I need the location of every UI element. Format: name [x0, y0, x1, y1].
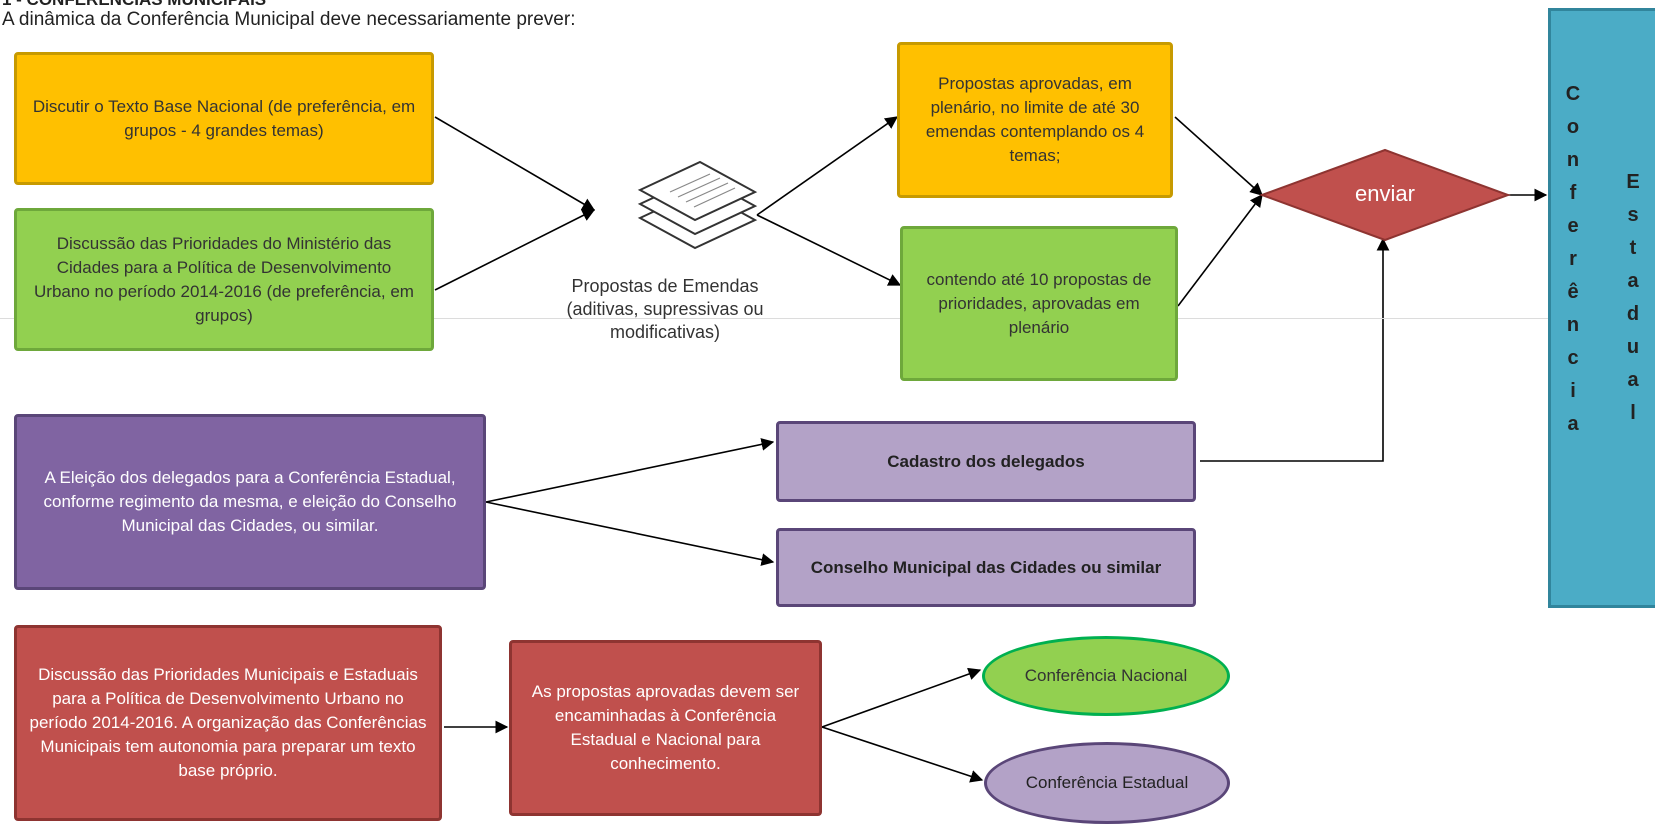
- arrow-emendas-to-aprovadas: [756, 116, 899, 216]
- arrow-emendas-to-contendo: [756, 214, 902, 286]
- box-discussao-prioridades-municipais: Discussão das Prioridades Municipais e E…: [14, 625, 442, 821]
- oval-conferencia-estadual: Conferência Estadual: [984, 742, 1230, 824]
- enviar-label: enviar: [1355, 181, 1415, 206]
- vertical-letter: n: [1566, 149, 1580, 171]
- box-cadastro-delegados: Cadastro dos delegados: [776, 421, 1196, 502]
- vertical-letter: d: [1626, 303, 1640, 325]
- stacked-documents-icon: [637, 160, 758, 250]
- box-prioridades-ministerio: Discussão das Prioridades do Ministério …: [14, 208, 434, 351]
- vertical-letter: ê: [1567, 281, 1579, 303]
- vertical-letter: e: [1567, 215, 1579, 237]
- box-propostas-aprovadas: Propostas aprovadas, em plenário, no lim…: [897, 42, 1173, 198]
- enviar-diamond: [1259, 148, 1511, 242]
- arrow-eleicao-to-conselho: [485, 501, 775, 566]
- vertical-letter: l: [1630, 402, 1636, 424]
- box-eleicao-delegados: A Eleição dos delegados para a Conferênc…: [14, 414, 486, 590]
- box-propostas-encaminhadas: As propostas aprovadas devem ser encamin…: [509, 640, 822, 816]
- vertical-letter: a: [1627, 270, 1639, 292]
- vertical-letter: s: [1627, 204, 1639, 226]
- page-title: 1 - CONFERÊNCIAS MUNICIPAIS: [2, 0, 266, 11]
- page-subtitle: A dinâmica da Conferência Municipal deve…: [2, 9, 576, 30]
- label-propostas-emendas: Propostas de Emendas (aditivas, supressi…: [566, 276, 764, 342]
- arrow-contendo-to-enviar: [1177, 193, 1263, 307]
- vertical-letter: n: [1566, 314, 1580, 336]
- arrow-prioridades-to-emendas: [434, 209, 596, 291]
- vertical-letter: o: [1566, 116, 1580, 138]
- box-contendo-10-propostas: contendo até 10 propostas de prioridades…: [900, 226, 1178, 381]
- vertical-letter: c: [1567, 347, 1579, 369]
- box-discutir-texto-base: Discutir o Texto Base Nacional (de prefe…: [14, 52, 434, 185]
- arrow-eleicao-to-cadastro: [485, 438, 775, 503]
- vertical-letter: t: [1629, 237, 1637, 259]
- box-conselho-municipal: Conselho Municipal das Cidades ou simila…: [776, 528, 1196, 607]
- vertical-letter: u: [1626, 336, 1640, 358]
- arrow-encaminhadas-to-nacional: [821, 667, 982, 728]
- vertical-letter: f: [1569, 182, 1577, 204]
- vertical-letter: a: [1567, 413, 1579, 435]
- divider-line: [0, 318, 1655, 319]
- arrow-aprovadas-to-enviar: [1174, 116, 1263, 196]
- arrow-cadastro-to-enviar: [1200, 237, 1390, 462]
- vertical-letter: a: [1627, 369, 1639, 391]
- vertical-letter: C: [1565, 83, 1581, 105]
- vertical-letter: i: [1570, 380, 1576, 402]
- oval-conferencia-nacional: Conferência Nacional: [982, 636, 1230, 716]
- vertical-letter: E: [1626, 171, 1640, 193]
- arrow-discutir-to-emendas: [434, 116, 596, 211]
- arrow-encaminhadas-to-estadual: [821, 726, 984, 783]
- vertical-letter: r: [1569, 248, 1577, 270]
